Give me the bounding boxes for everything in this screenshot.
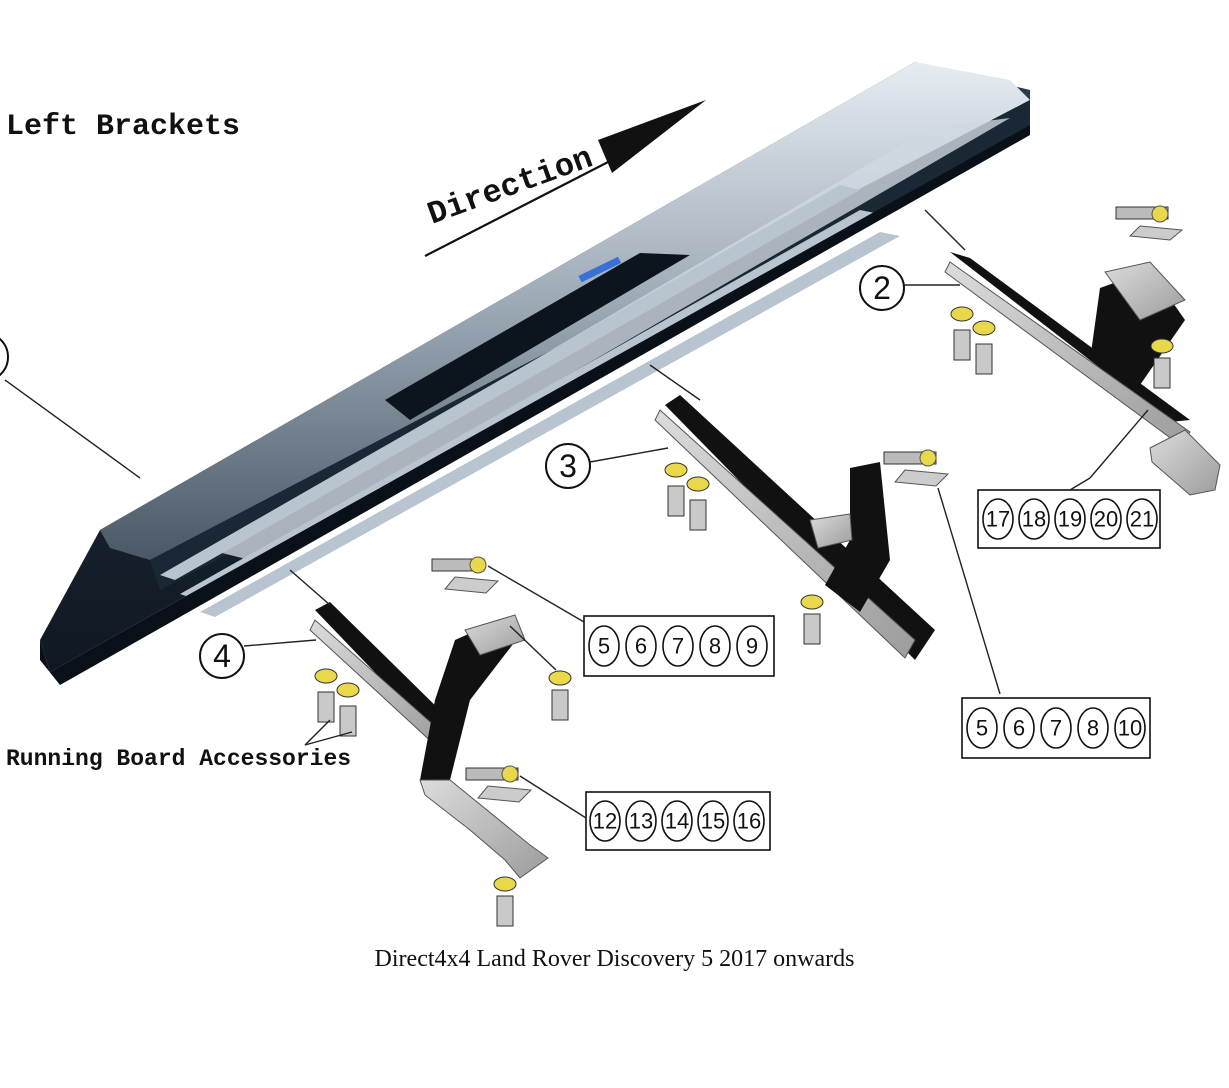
part-number-label: 10 — [1118, 716, 1142, 741]
part-number-label: 18 — [1022, 507, 1046, 532]
bolt-plate — [465, 765, 533, 803]
part-number-circle — [697, 800, 729, 842]
part-number-circle — [625, 625, 657, 667]
part-number-circle — [1018, 498, 1050, 540]
bracket-4 — [289, 569, 549, 879]
part-group-c: 12 13 14 15 16 — [519, 775, 771, 851]
washer-stack — [664, 462, 710, 531]
part-number-label: 5 — [598, 634, 610, 659]
callout-4: 4 — [199, 633, 317, 679]
part-number-label: 7 — [1050, 716, 1062, 741]
accessories-callout: Running Board Accessories — [6, 719, 353, 772]
part-number-label: 20 — [1094, 507, 1118, 532]
part-number-label: 9 — [746, 634, 758, 659]
washer-stack — [548, 670, 572, 721]
part-number-circle — [1090, 498, 1122, 540]
part-number-label: 6 — [1013, 716, 1025, 741]
part-number-circle — [1126, 498, 1158, 540]
part-number-circle — [589, 800, 621, 842]
part-number-label: 6 — [635, 634, 647, 659]
board-logo — [578, 256, 622, 283]
bolt-plate — [883, 449, 950, 487]
washer-stack — [493, 876, 517, 927]
part-number-label: 13 — [629, 809, 653, 834]
diagram-title: Left Brackets — [6, 110, 240, 144]
part-number-label: 8 — [1087, 716, 1099, 741]
part-number-circle — [699, 625, 731, 667]
part-number-label: 14 — [665, 809, 689, 834]
part-number-label: 15 — [701, 809, 725, 834]
part-number-label: 21 — [1130, 507, 1154, 532]
image-caption: Direct4x4 Land Rover Discovery 5 2017 on… — [374, 946, 855, 972]
bolt-plate — [431, 556, 500, 594]
direction-label: Direction — [423, 140, 598, 234]
bracket-3 — [649, 364, 935, 660]
callout-2: 2 — [859, 265, 960, 311]
part-number-label: 17 — [986, 507, 1010, 532]
part-number-label: 5 — [976, 716, 988, 741]
part-number-label: 7 — [672, 634, 684, 659]
part-number-label: 8 — [709, 634, 721, 659]
washer-stack — [1150, 338, 1174, 389]
hardware — [314, 205, 1184, 927]
part-number-circle — [662, 625, 694, 667]
svg-text:4: 4 — [213, 638, 231, 674]
bracket-2 — [924, 209, 1221, 496]
part-number-circle — [1054, 498, 1086, 540]
accessories-label: Running Board Accessories — [6, 746, 351, 772]
svg-text:3: 3 — [559, 448, 577, 484]
bolt-plate — [1115, 205, 1184, 241]
part-number-label: 12 — [593, 809, 617, 834]
washer-stack — [800, 594, 824, 645]
part-number-label: 16 — [737, 809, 761, 834]
part-number-circle — [1040, 707, 1072, 749]
part-number-circle — [1003, 707, 1035, 749]
part-number-circle — [982, 498, 1014, 540]
callout-3: 3 — [545, 443, 669, 489]
part-group-d: 17 18 19 20 21 — [977, 477, 1161, 549]
part-number-circle — [625, 800, 657, 842]
part-number-circle — [1077, 707, 1109, 749]
svg-text:2: 2 — [873, 270, 891, 306]
part-number-circle — [966, 707, 998, 749]
callout-1: 1 — [0, 337, 141, 479]
part-number-circle — [588, 625, 620, 667]
running-board — [40, 62, 1030, 685]
direction-arrow-shaft — [424, 159, 613, 257]
part-number-label: 19 — [1058, 507, 1082, 532]
part-number-circle — [1114, 707, 1146, 749]
direction-arrow-head — [598, 100, 706, 173]
part-number-circle — [733, 800, 765, 842]
washer-stack — [314, 668, 360, 737]
washer-stack — [950, 306, 996, 375]
part-number-circle — [661, 800, 693, 842]
part-number-circle — [736, 625, 768, 667]
